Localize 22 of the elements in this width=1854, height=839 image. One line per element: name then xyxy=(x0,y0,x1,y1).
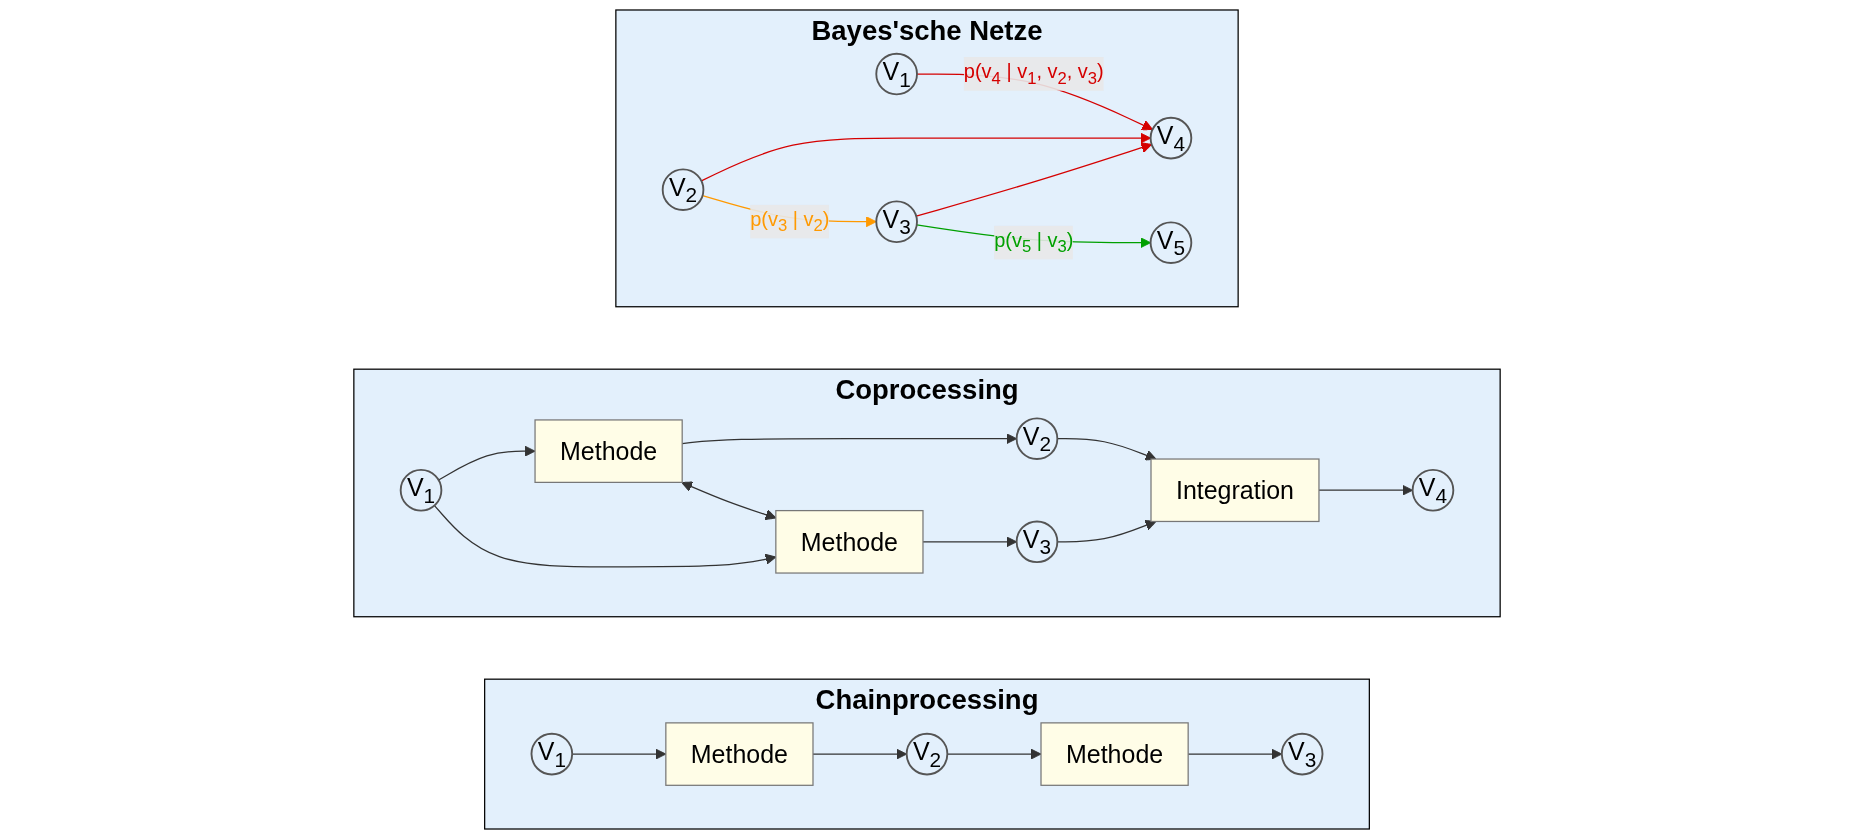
arrow xyxy=(438,445,536,481)
node-circle: V$_{3}$ xyxy=(1015,520,1059,564)
node-box: Methode xyxy=(665,722,814,786)
node-circle: V$_{5}$ xyxy=(1149,221,1193,264)
edge-label: p(v$_{4}$ | v$_{1}$, v$_{2}$, v$_{3}$) xyxy=(963,60,1104,88)
edge-label: p(v$_{5}$ | v$_{3}$) xyxy=(994,229,1074,256)
node-circle: V$_{1}$ xyxy=(875,52,918,96)
edge-label: p(v$_{3}$ | v$_{2}$) xyxy=(750,208,830,235)
node-circle: V$_{1}$ xyxy=(530,732,574,776)
node-circle: V$_{2}$ xyxy=(905,732,949,776)
arrow xyxy=(915,142,1153,217)
node-circle: V$_{1}$ xyxy=(399,468,443,512)
node-box: Integration xyxy=(1150,458,1320,523)
node-box: Methode xyxy=(534,419,683,483)
node-circle: V$_{3}$ xyxy=(875,200,918,243)
node-circle: V$_{4}$ xyxy=(1411,468,1455,512)
node-circle: V$_{3}$ xyxy=(1280,732,1324,776)
node-box: Methode xyxy=(1040,722,1189,786)
node-circle: V$_{2}$ xyxy=(1015,417,1059,460)
node-circle: V$_{4}$ xyxy=(1149,116,1193,160)
node-circle: V$_{2}$ xyxy=(661,168,705,211)
node-box: Methode xyxy=(775,510,924,574)
